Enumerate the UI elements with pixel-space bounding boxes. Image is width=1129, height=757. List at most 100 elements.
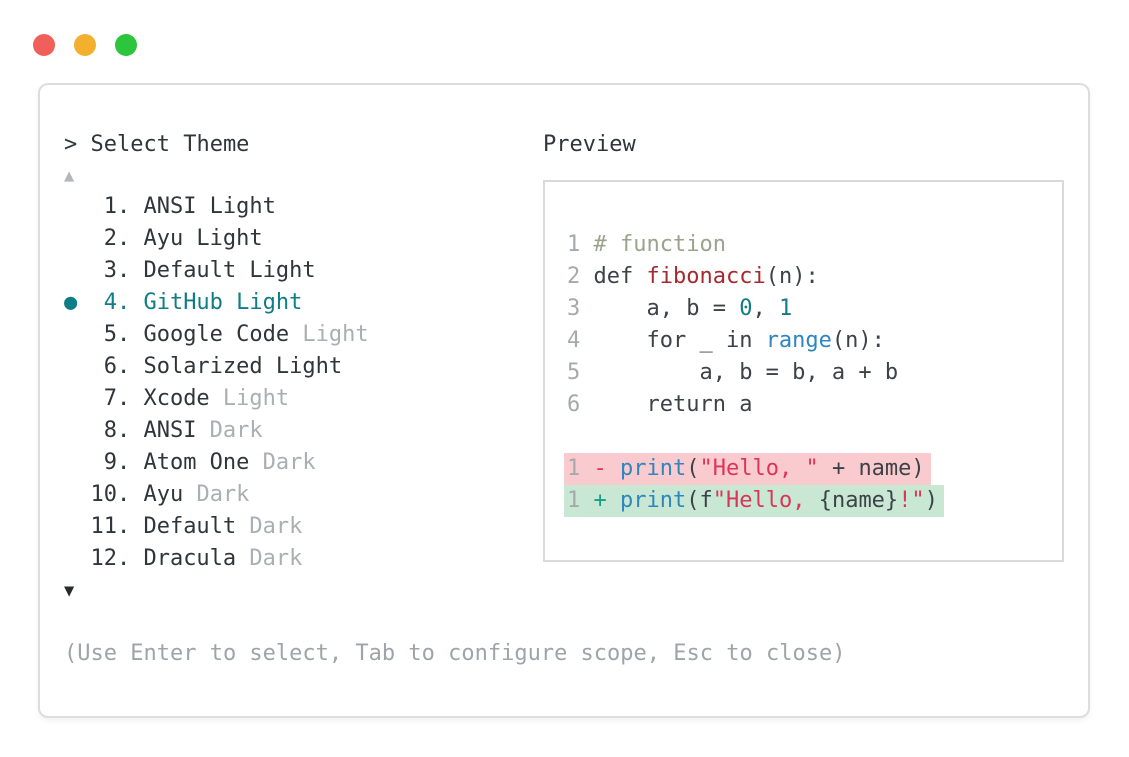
line-number: 4 [567,328,594,353]
theme-list-item[interactable]: ●4.GitHub Light [64,287,369,319]
code-token: !" [898,488,925,513]
theme-item-label: Default Dark [143,514,303,539]
theme-item-label: Atom One Dark [143,450,316,475]
theme-selector-title: > Select Theme [64,132,250,157]
theme-item-number: 11. [90,514,131,539]
theme-item-variant: Dark [196,418,263,443]
theme-list-item[interactable]: 12. Dracula Dark [64,543,369,575]
theme-list-item[interactable]: 2. Ayu Light [64,223,369,255]
code-token: return a [593,392,753,417]
code-token: {name} [818,488,899,513]
line-number: 6 [567,392,594,417]
code-line: 6 return a [567,389,1062,421]
theme-item-number: 1. [103,194,131,219]
code-token: ( [686,456,700,481]
code-line: 2 def fibonacci(n): [567,261,1062,293]
theme-item-number: 6. [103,354,131,379]
theme-item-label: Ayu Light [143,226,263,251]
theme-list-item[interactable]: 9. Atom One Dark [64,447,369,479]
theme-item-variant: Dark [183,482,250,507]
minimize-window-icon[interactable] [74,34,96,56]
diff-line-added: 1 + print(f"Hello, {name}!") [564,485,1062,517]
code-token: for _ in [593,328,766,353]
theme-item-number: 3. [103,258,131,283]
line-number: 1 [567,488,594,513]
line-number: 1 [567,232,594,257]
code-line: 1 # function [567,229,1062,261]
code-token: (n): [765,264,819,289]
diff-lines: 1 - print("Hello, " + name)1 + print(f"H… [564,453,1062,517]
theme-item-label: Solarized Light [143,354,343,379]
code-token: 0 [739,296,753,321]
diff-highlight-added: 1 + print(f"Hello, {name}!") [564,485,944,517]
scroll-down-icon[interactable]: ▼ [64,581,75,601]
theme-item-number: 8. [103,418,131,443]
code-token: range [765,328,832,353]
theme-list-item[interactable]: 10. Ayu Dark [64,479,369,511]
code-token: (f [686,488,713,513]
theme-item-variant: Dark [236,546,303,571]
code-line: 5 a, b = b, a + b [567,357,1062,389]
theme-item-label: Dracula Dark [143,546,303,571]
code-token: a, b = b, a + b [593,360,899,385]
preview-title: Preview [543,132,636,157]
code-token: a, b = [593,296,740,321]
theme-list-item[interactable]: 3. Default Light [64,255,369,287]
theme-item-label: Google Code Light [143,322,369,347]
line-number: 3 [567,296,594,321]
code-token: "Hello, " [699,456,819,481]
theme-item-number: 9. [103,450,131,475]
theme-item-number: 5. [103,322,131,347]
theme-picker-window: > Select Theme ▲ 1. ANSI Light 2. Ayu Light… [38,83,1090,718]
theme-item-number: 10. [90,482,131,507]
code-token: + [593,488,620,513]
theme-item-label: GitHub Light [143,290,303,315]
theme-list-item[interactable]: 11. Default Dark [64,511,369,543]
theme-list-item[interactable]: 5. Google Code Light [64,319,369,351]
theme-list-item[interactable]: 1. ANSI Light [64,191,369,223]
selected-bullet-icon: ● [64,290,78,315]
line-number: 2 [567,264,594,289]
line-number: 5 [567,360,594,385]
theme-item-label: Ayu Dark [143,482,250,507]
theme-item-label: Default Light [143,258,316,283]
theme-list: 1. ANSI Light 2. Ayu Light 3. Default Light ●4… [64,191,369,575]
theme-list-item[interactable]: 8. ANSI Dark [64,415,369,447]
code-token: def [593,264,647,289]
scroll-up-icon[interactable]: ▲ [64,166,75,186]
footer-hint: (Use Enter to select, Tab to configure s… [64,641,846,666]
code-token: - [593,456,620,481]
code-token: # function [593,232,726,257]
theme-item-number: 7. [103,386,131,411]
code-token: print [620,488,687,513]
theme-item-label: ANSI Light [143,194,276,219]
theme-item-variant: Dark [236,514,303,539]
theme-item-variant: Light [289,322,369,347]
theme-item-variant: Dark [249,450,316,475]
code-token: ) [924,488,938,513]
code-line: 4 for _ in range(n): [567,325,1062,357]
code-token: print [620,456,687,481]
code-token: + name) [818,456,925,481]
theme-selector-pane: > Select Theme ▲ 1. ANSI Light 2. Ayu Light… [64,129,369,607]
diff-highlight-removed: 1 - print("Hello, " + name) [564,453,931,485]
theme-item-label: ANSI Dark [143,418,263,443]
theme-item-number: 2. [103,226,131,251]
theme-list-item[interactable]: 7.Xcode Light [64,383,369,415]
code-token: "Hello, [712,488,819,513]
zoom-window-icon[interactable] [115,34,137,56]
code-token: fibonacci [646,264,766,289]
theme-item-variant: Light [209,386,290,411]
diff-line-removed: 1 - print("Hello, " + name) [564,453,1062,485]
theme-list-item[interactable]: 6. Solarized Light [64,351,369,383]
theme-item-number: 12. [90,546,131,571]
code-token: , [752,296,779,321]
code-token: 1 [778,296,793,321]
line-number: 1 [567,456,594,481]
close-window-icon[interactable] [33,34,55,56]
code-token: (n): [831,328,885,353]
